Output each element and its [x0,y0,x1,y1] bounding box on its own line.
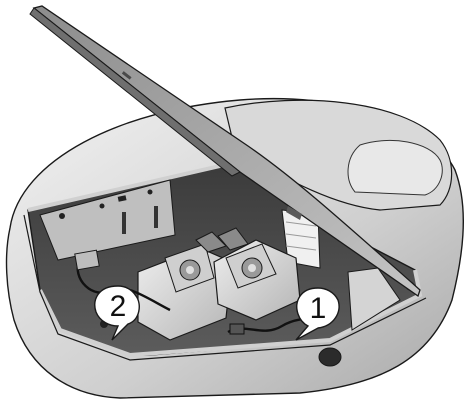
callout-1-label: 1 [310,292,327,325]
panel-inset [348,140,442,195]
latch-hole [319,348,341,366]
callout-2-label: 2 [110,290,127,323]
